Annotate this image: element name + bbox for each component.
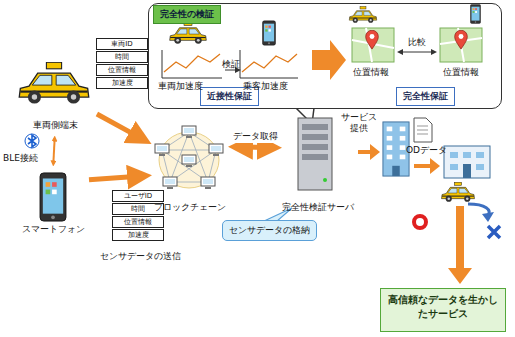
data-flow-arrow (89, 176, 142, 180)
smartphone: スマートフォン (18, 170, 88, 236)
user-data-table: ユーザID時間位置情報加速度 (112, 190, 164, 242)
annotation-label: 乗客加速度 (243, 80, 288, 93)
storage-callout: センサデータの格納 (222, 220, 317, 241)
verification-server: 完全性検証サーバ (278, 112, 358, 214)
annotation-label: 検証 (222, 58, 240, 71)
annotation-label: 比較 (408, 36, 426, 49)
annotation-label: 車両加速度 (158, 80, 203, 93)
data-flow-arrow (97, 114, 143, 139)
vehicle-data-table: 車両ID時間位置情報加速度 (96, 38, 148, 90)
data-field: 車両ID (96, 38, 148, 50)
vehicle-terminal: 車両側端末 (14, 58, 96, 132)
data-flow-arrow (238, 144, 272, 150)
data-flow-arrow (53, 138, 54, 164)
node-label: ブロックチェーン (148, 201, 232, 214)
data-field: 位置情報 (112, 216, 164, 228)
service-box: 高信頼なデータを生かしたサービス (380, 288, 506, 332)
data-field: 位置情報 (96, 64, 148, 76)
edge-label: データ取得 (231, 130, 280, 143)
annotation-label: サービス 提供 (340, 112, 378, 134)
annotation-label: センサデータの送信 (100, 250, 181, 263)
blockchain-network: ブロックチェーン (148, 118, 232, 214)
section-heading: 完全性の検証 (153, 5, 221, 24)
node-label: 完全性検証サーバ (278, 201, 358, 214)
node-label: センサデータの格納 (229, 224, 310, 237)
annotation-label: BLE接続 (3, 152, 38, 165)
data-field: 時間 (96, 51, 148, 63)
verification-region: 完全性の検証近接性保証 完全性保証 (148, 3, 502, 109)
node-label: 高信頼なデータを生かしたサービス (387, 293, 499, 321)
node-label: 車両側端末 (14, 119, 96, 132)
data-field: 加速度 (96, 77, 148, 89)
annotation-label: ODデータ (406, 144, 447, 157)
data-field: 加速度 (112, 229, 164, 241)
node-label: スマートフォン (18, 223, 88, 236)
node-label: 完全性保証 (403, 90, 448, 103)
annotation-label: 位置情報 (443, 66, 479, 79)
node-label: 近接性保証 (207, 90, 252, 103)
integrity-box: 完全性保証 (396, 87, 455, 106)
data-field: ユーザID (112, 190, 164, 202)
annotation-label: 位置情報 (353, 66, 389, 79)
